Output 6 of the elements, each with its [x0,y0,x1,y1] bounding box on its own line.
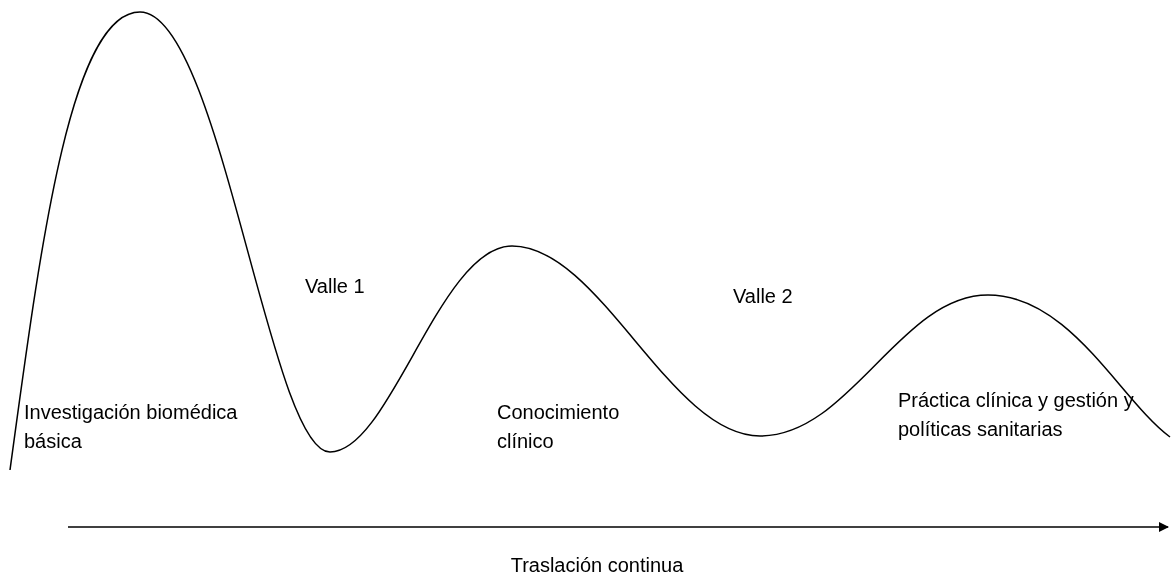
text-label: Valle 1 [305,274,366,299]
text-label: Práctica clínica y gestión y políticas sanitarias [898,388,1135,442]
text-label: Investigación biomédica básica [24,400,239,454]
text-label: Valle 2 [733,284,794,309]
text-label: Traslación continua [509,553,685,578]
text-label: Conocimiento clínico [497,400,621,454]
